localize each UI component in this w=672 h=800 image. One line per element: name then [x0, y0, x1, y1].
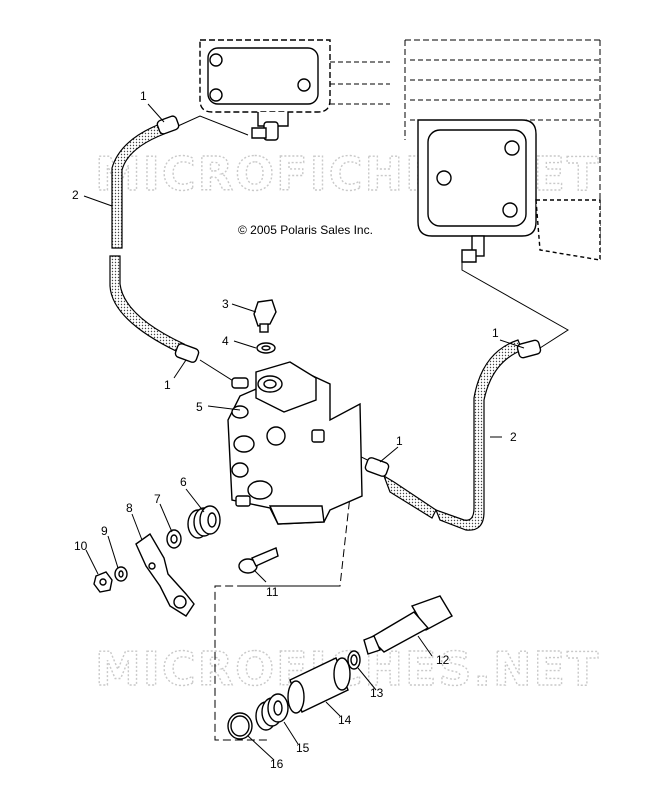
engine-cylinder-right [404, 39, 601, 263]
seal-part-13 [347, 650, 361, 670]
engine-cylinder-left [199, 39, 390, 127]
bolt-part-3 [253, 299, 277, 333]
washer-part-9 [114, 566, 128, 582]
nut-part-10 [93, 571, 113, 593]
callout-10: 10 [74, 539, 88, 553]
spring-part-15 [255, 693, 289, 731]
callout-13: 13 [370, 686, 384, 700]
callout-2-left: 2 [72, 188, 79, 202]
sleeve-part-14 [287, 657, 351, 714]
hose-left [109, 123, 185, 353]
callout-1-right-mid: 1 [396, 434, 403, 448]
washer-part-4 [256, 342, 276, 354]
lever-part-8 [135, 532, 195, 617]
washer-part-7 [166, 529, 182, 549]
spring-part-6 [187, 505, 221, 539]
oil-pump-part-5 [227, 361, 363, 525]
callout-8: 8 [126, 501, 133, 515]
callout-7: 7 [154, 492, 161, 506]
clamp-1-right-mid [364, 457, 390, 477]
callout-4: 4 [222, 334, 229, 348]
clamp-1-right-top [516, 339, 542, 359]
callout-1-mid-left: 1 [164, 378, 171, 392]
callout-9: 9 [101, 524, 108, 538]
clamp-1-mid-left [174, 343, 200, 363]
callout-11: 11 [266, 585, 279, 599]
clamp-1-top-left [156, 115, 180, 135]
callout-16: 16 [270, 757, 284, 771]
callout-15: 15 [296, 741, 310, 755]
callout-6: 6 [180, 475, 187, 489]
hose-right [382, 339, 523, 531]
callout-2-right: 2 [510, 430, 517, 444]
o-ring-part-16 [227, 712, 253, 740]
callout-3: 3 [222, 297, 229, 311]
callout-1-top: 1 [140, 89, 147, 103]
callout-14: 14 [338, 713, 352, 727]
screw-part-11 [238, 547, 279, 574]
callout-leaders [83, 103, 525, 761]
fitting-left-cylinder [251, 121, 279, 141]
callout-12: 12 [436, 653, 450, 667]
drive-gear-part-12 [363, 595, 453, 655]
callout-1-right-top: 1 [492, 326, 499, 340]
callout-5: 5 [196, 400, 203, 414]
copyright-text: © 2005 Polaris Sales Inc. [238, 223, 373, 237]
